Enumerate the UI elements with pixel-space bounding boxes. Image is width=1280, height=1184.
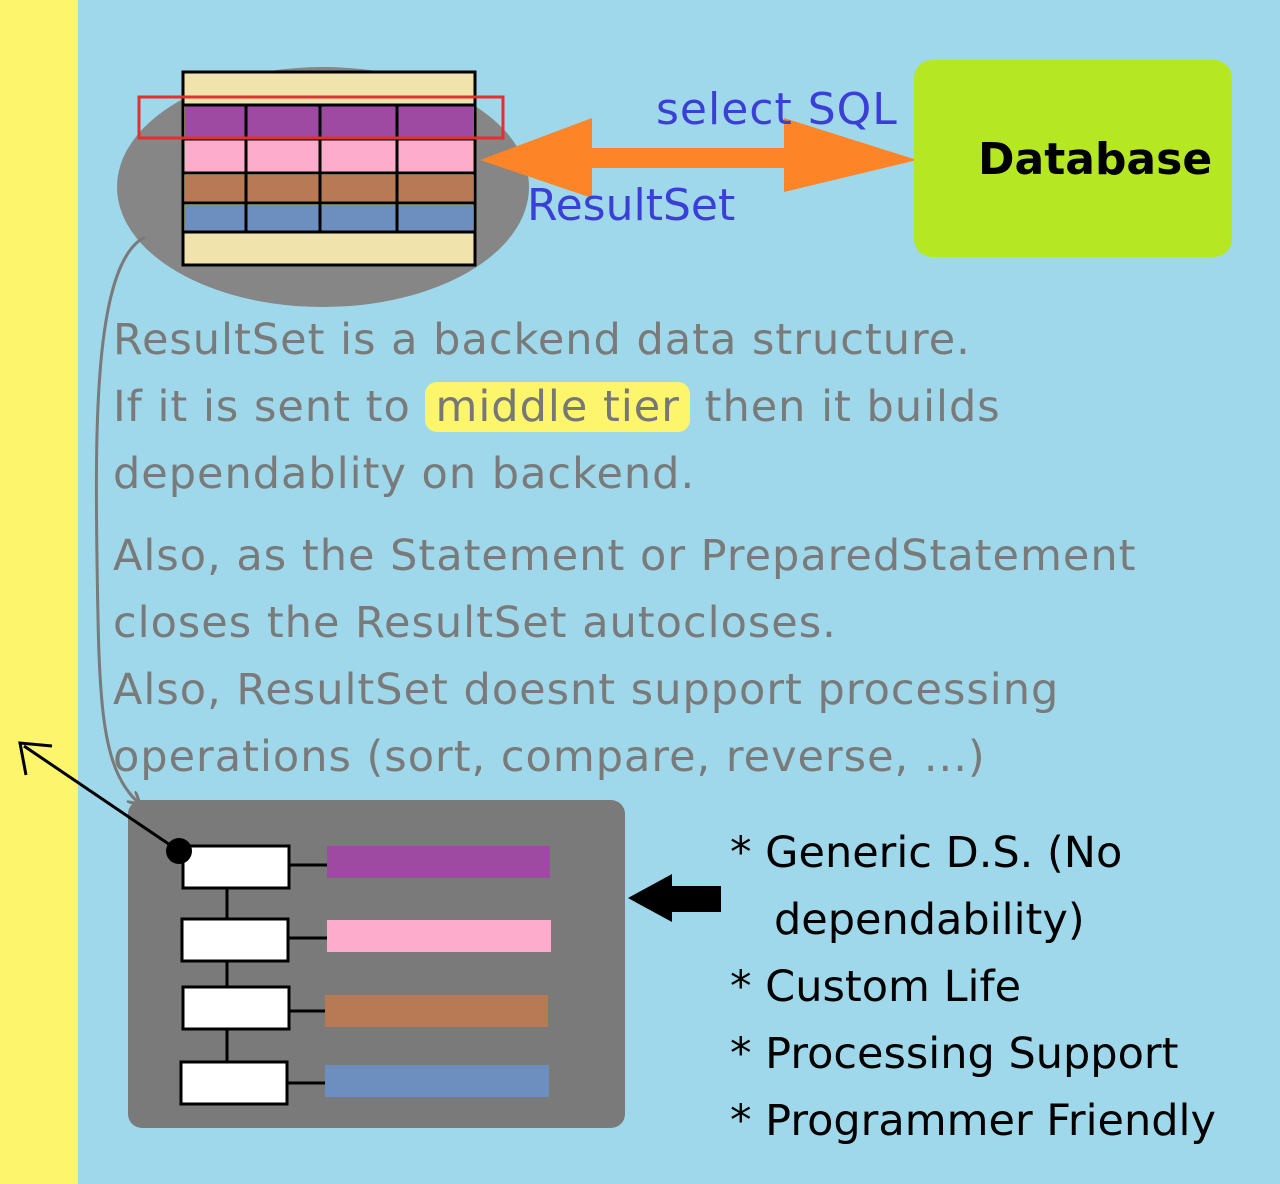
list-item: * Generic D.S. (No [730, 828, 1123, 878]
list-item: * Processing Support [730, 1029, 1179, 1079]
list-node [179, 1060, 549, 1106]
list-node [181, 985, 548, 1031]
list-item: dependability) [774, 895, 1085, 945]
paragraph-line: Also, as the Statement or PreparedStatem… [113, 531, 1137, 581]
database-label: Database [978, 134, 1213, 185]
orange-double-arrow [480, 118, 917, 198]
select-sql-label: select SQL [656, 84, 898, 135]
selected-row-frame [137, 95, 505, 140]
list-node [180, 917, 551, 963]
list-node [181, 844, 550, 890]
paragraph-line: Also, ResultSet doesnt support processin… [113, 665, 1060, 715]
head-pointer-arrow [23, 744, 180, 853]
middle-tier-highlight: middle tier [425, 382, 690, 432]
black-left-arrow [628, 874, 721, 922]
head-pointer-dot [166, 838, 192, 864]
paragraph-limitations: Also, as the Statement or PreparedStatem… [113, 523, 1136, 791]
table-row-pink [185, 140, 473, 172]
paragraph-backend: ResultSet is a backend data structure. I… [113, 307, 1001, 508]
table-row-purple [185, 105, 473, 138]
benefits-list: * Generic D.S. (No dependability) * Cust… [730, 820, 1216, 1155]
left-yellow-strip [0, 0, 78, 1184]
paragraph-line: ResultSet is a backend data structure. [113, 315, 971, 365]
resultset-label: ResultSet [527, 180, 736, 231]
list-item: * Custom Life [730, 962, 1022, 1012]
curved-connector-arrow [94, 235, 146, 804]
database-box [914, 60, 1232, 257]
table-row-blue [185, 205, 473, 231]
paragraph-line: closes the ResultSet autocloses. [113, 598, 837, 648]
paragraph-line: operations (sort, compare, reverse, ...) [113, 732, 986, 782]
paragraph-line: If it is sent to middle tier then it bui… [113, 382, 1001, 432]
list-item: * Programmer Friendly [730, 1096, 1216, 1146]
table-row-brown [185, 175, 473, 202]
paragraph-line: dependablity on backend. [113, 449, 696, 499]
